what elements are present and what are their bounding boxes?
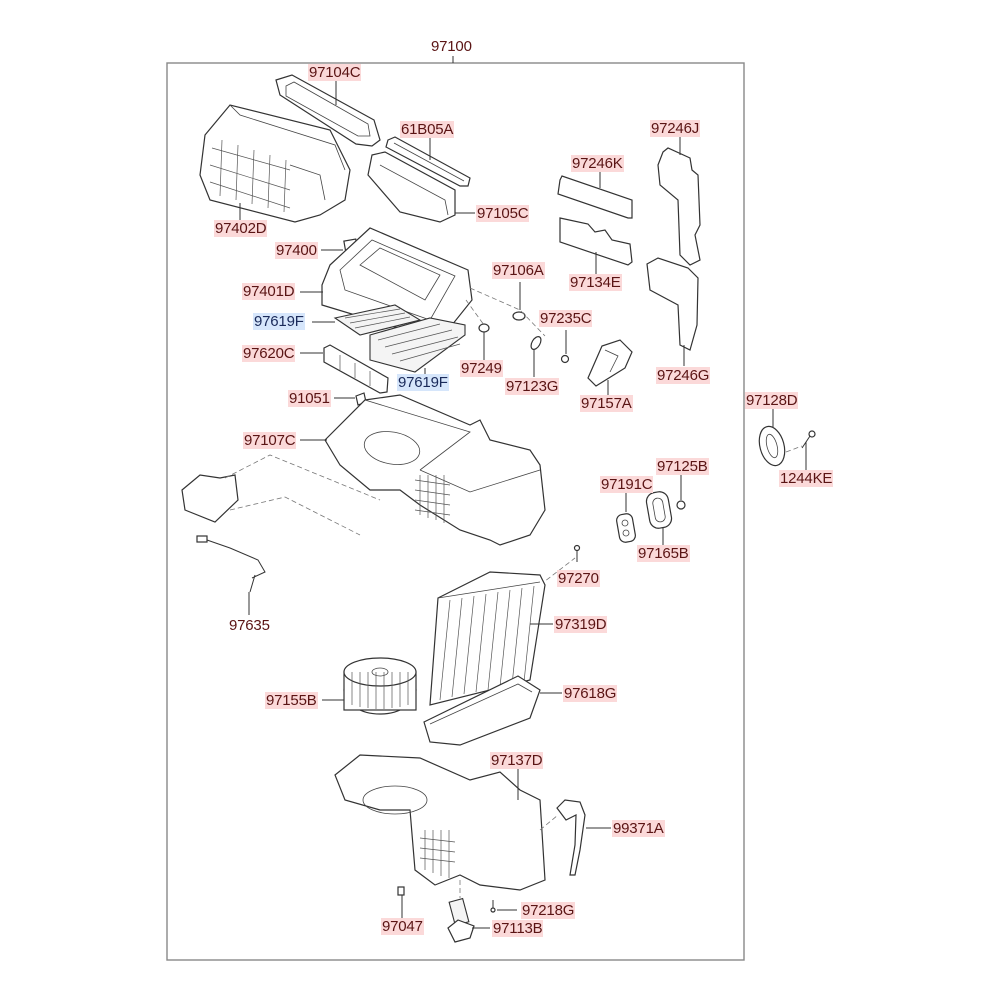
part-97635[interactable] xyxy=(196,535,266,593)
part-97619F-filter-upper[interactable] xyxy=(333,304,422,336)
part-97047[interactable] xyxy=(397,886,405,896)
label-97105C[interactable]: 97105C xyxy=(476,205,530,222)
part-97246J[interactable] xyxy=(657,147,701,266)
label-97128D[interactable]: 97128D xyxy=(745,392,799,409)
label-97618G[interactable]: 97618G xyxy=(563,685,618,702)
part-97123G[interactable] xyxy=(529,335,543,351)
part-97402D[interactable] xyxy=(199,104,351,223)
label-97104C[interactable]: 97104C xyxy=(308,64,362,81)
part-97105C[interactable] xyxy=(367,151,456,223)
label-97402D[interactable]: 97402D xyxy=(214,220,268,237)
label-97134E[interactable]: 97134E xyxy=(569,274,622,291)
label-1244KE[interactable]: 1244KE xyxy=(779,470,834,487)
label-97270[interactable]: 97270 xyxy=(557,570,600,587)
part-97128D[interactable] xyxy=(755,424,789,469)
label-97137D[interactable]: 97137D xyxy=(490,752,544,769)
part-97249[interactable] xyxy=(478,323,490,333)
part-97191C[interactable] xyxy=(616,513,637,543)
label-97620C[interactable]: 97620C xyxy=(242,345,296,362)
label-97401D[interactable]: 97401D xyxy=(242,283,296,300)
part-97246G[interactable] xyxy=(646,257,699,351)
part-61B05A[interactable] xyxy=(385,136,471,187)
part-1244KE[interactable] xyxy=(801,430,816,449)
label-97400[interactable]: 97400 xyxy=(275,242,318,259)
part-97137D[interactable] xyxy=(334,754,546,891)
part-97619F-filter-lower[interactable] xyxy=(369,317,466,373)
label-97157A[interactable]: 97157A xyxy=(580,395,633,412)
label-97165B[interactable]: 97165B xyxy=(637,545,690,562)
label-97619F-lower[interactable]: 97619F xyxy=(397,374,449,391)
part-97106A[interactable] xyxy=(512,311,526,321)
label-97218G[interactable]: 97218G xyxy=(521,902,576,919)
part-97107C[interactable] xyxy=(324,394,546,546)
part-97319D[interactable] xyxy=(429,571,546,706)
label-91051[interactable]: 91051 xyxy=(288,390,331,407)
part-99371A[interactable] xyxy=(556,799,586,876)
part-97246K[interactable] xyxy=(557,175,633,219)
label-61B05A[interactable]: 61B05A xyxy=(400,121,455,138)
part-97218G[interactable] xyxy=(490,900,496,913)
label-97100: 97100 xyxy=(431,38,472,55)
label-97125B[interactable]: 97125B xyxy=(656,458,709,475)
label-97155B[interactable]: 97155B xyxy=(265,692,318,709)
label-97246J[interactable]: 97246J xyxy=(650,120,701,137)
label-97246G[interactable]: 97246G xyxy=(656,367,711,384)
part-97157A[interactable] xyxy=(587,339,633,387)
label-97246K[interactable]: 97246K xyxy=(571,155,624,172)
part-97113B[interactable] xyxy=(447,897,475,943)
part-97270[interactable] xyxy=(573,544,581,563)
part-97165B[interactable] xyxy=(645,490,673,529)
label-97319D[interactable]: 97319D xyxy=(554,616,608,633)
label-97106A[interactable]: 97106A xyxy=(492,262,545,279)
label-97635[interactable]: 97635 xyxy=(229,617,270,634)
part-97618G[interactable] xyxy=(423,675,541,746)
part-97620C[interactable] xyxy=(323,344,389,394)
part-97155B[interactable] xyxy=(343,657,417,715)
label-97047[interactable]: 97047 xyxy=(381,918,424,935)
part-97134E[interactable] xyxy=(559,217,633,266)
label-97619F-upper[interactable]: 97619F xyxy=(253,313,305,330)
label-97123G[interactable]: 97123G xyxy=(505,378,560,395)
label-97107C[interactable]: 97107C xyxy=(243,432,297,449)
part-duct-bracket xyxy=(181,474,239,523)
part-97125B[interactable] xyxy=(676,500,686,510)
part-97235C[interactable] xyxy=(560,354,570,364)
part-97104C[interactable] xyxy=(275,74,381,147)
label-97235C[interactable]: 97235C xyxy=(539,310,593,327)
label-97113B[interactable]: 97113B xyxy=(492,920,544,937)
label-97191C[interactable]: 97191C xyxy=(600,476,654,493)
label-97249[interactable]: 97249 xyxy=(460,360,503,377)
assembly-frame xyxy=(166,62,745,961)
label-99371A[interactable]: 99371A xyxy=(612,820,665,837)
